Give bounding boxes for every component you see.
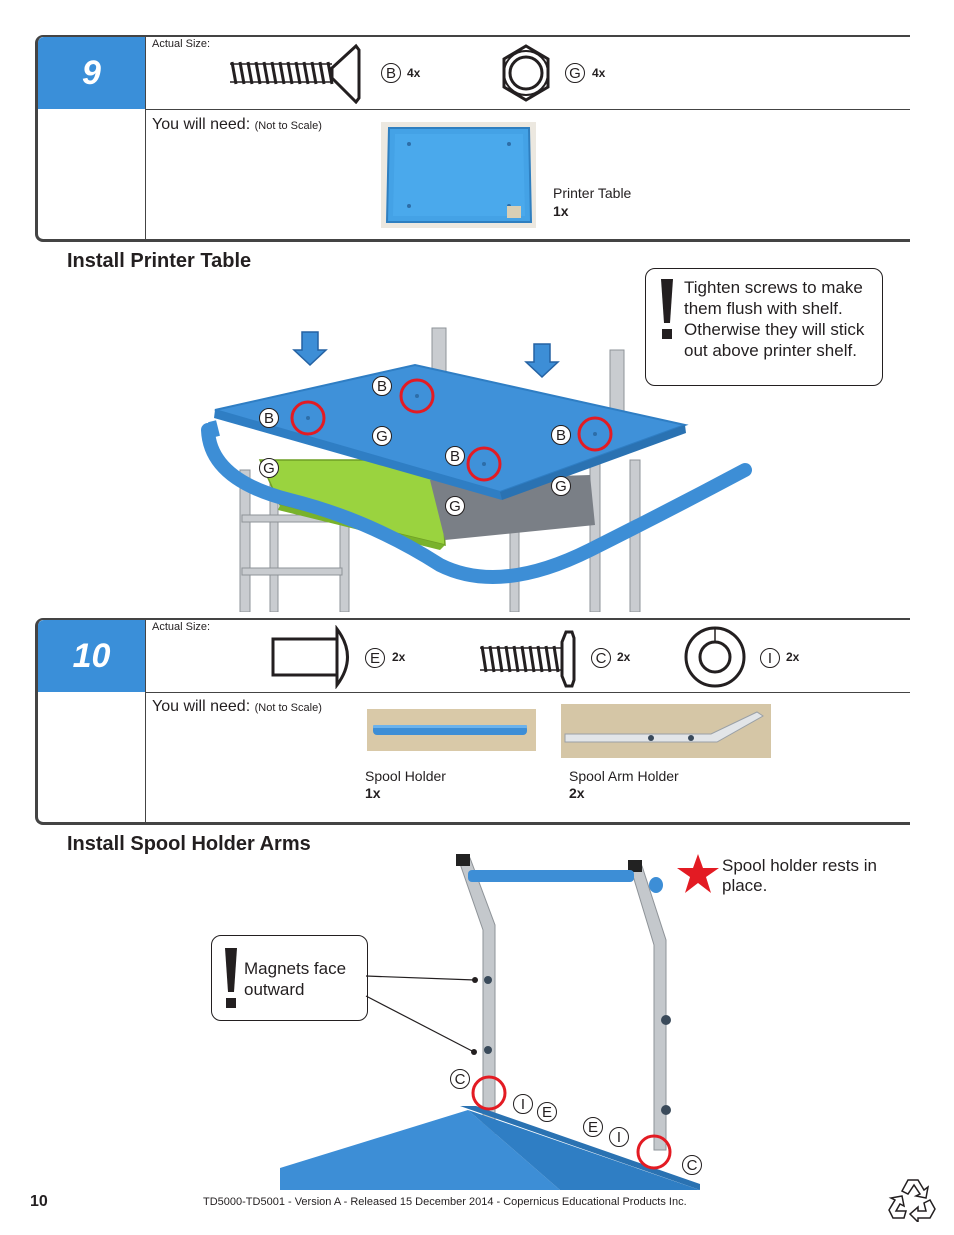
label-i: I xyxy=(609,1127,629,1147)
magnet-note: Magnets face outward xyxy=(244,959,347,999)
label-g: G xyxy=(372,426,392,446)
warning-text: Tighten screws to make them flush with s… xyxy=(684,278,865,360)
part-i-letter: I xyxy=(760,648,780,668)
part-b-letter: B xyxy=(381,63,401,83)
spool-arm-holder-label: Spool Arm Holder xyxy=(569,768,679,784)
label-i: I xyxy=(513,1094,533,1114)
divider xyxy=(145,620,146,822)
printer-table-assembly-illustration xyxy=(201,327,752,612)
divider xyxy=(145,692,910,693)
warning-callout: Tighten screws to make them flush with s… xyxy=(645,268,883,386)
screw-c-icon xyxy=(480,630,576,688)
label-b: B xyxy=(259,408,279,428)
star-note: Spool holder rests in place. xyxy=(722,856,877,895)
part-c-letter: C xyxy=(591,648,611,668)
page-number: 10 xyxy=(30,1193,48,1210)
nut-g-icon xyxy=(502,44,550,102)
spool-holder-qty: 1x xyxy=(365,785,381,801)
label-e: E xyxy=(537,1102,557,1122)
label-g: G xyxy=(445,496,465,516)
bolt-e-icon xyxy=(271,625,349,689)
label-g: G xyxy=(551,476,571,496)
part-e-qty: 2x xyxy=(392,650,406,664)
exclamation-icon xyxy=(225,948,237,1008)
label-e: E xyxy=(583,1117,603,1137)
spool-arm-holder-photo xyxy=(561,704,771,758)
section-title: Install Printer Table xyxy=(67,250,252,272)
footer-text: TD5000-TD5001 - Version A - Released 15 … xyxy=(203,1196,687,1208)
you-will-need: You will need: (Not to Scale) xyxy=(152,116,322,134)
step-9-box: 9 xyxy=(35,35,910,242)
recycle-icon xyxy=(888,1179,936,1222)
label-c: C xyxy=(682,1155,702,1175)
printer-table-qty: 1x xyxy=(553,203,569,219)
part-e-letter: E xyxy=(365,648,385,668)
label-b: B xyxy=(445,446,465,466)
spool-holder-label: Spool Holder xyxy=(365,768,446,784)
screw-b-icon xyxy=(230,43,361,104)
printer-table-label: Printer Table xyxy=(553,185,632,201)
magnet-callout: Magnets face outward xyxy=(211,935,368,1021)
spool-arm-holder-qty: 2x xyxy=(569,785,585,801)
step-number: 9 xyxy=(38,37,145,109)
exclamation-icon xyxy=(661,279,673,339)
step-10-box: 10 xyxy=(35,618,910,825)
part-c-qty: 2x xyxy=(617,650,631,664)
not-to-scale-label: (Not to Scale) xyxy=(254,120,322,132)
divider xyxy=(145,37,146,239)
divider xyxy=(145,109,910,110)
you-will-need-label: You will need: xyxy=(152,698,251,715)
part-i-qty: 2x xyxy=(786,650,800,664)
label-c: C xyxy=(450,1069,470,1089)
label-b: B xyxy=(551,425,571,445)
section-title: Install Spool Holder Arms xyxy=(67,833,311,855)
actual-size-label: Actual Size: xyxy=(152,621,211,633)
spool-holder-photo xyxy=(367,709,536,751)
printer-table-photo xyxy=(381,122,536,228)
label-b: B xyxy=(372,376,392,396)
label-g: G xyxy=(259,458,279,478)
part-b-qty: 4x xyxy=(407,66,421,80)
part-g-letter: G xyxy=(565,63,585,83)
you-will-need-label: You will need: xyxy=(152,116,251,133)
part-g-qty: 4x xyxy=(592,66,606,80)
spool-arm-assembly-illustration xyxy=(280,854,700,1190)
not-to-scale-label: (Not to Scale) xyxy=(254,702,322,714)
you-will-need: You will need: (Not to Scale) xyxy=(152,698,322,716)
star-icon xyxy=(677,854,719,893)
washer-i-icon xyxy=(684,626,746,688)
actual-size-label: Actual Size: xyxy=(152,38,211,50)
step-number: 10 xyxy=(38,620,145,692)
